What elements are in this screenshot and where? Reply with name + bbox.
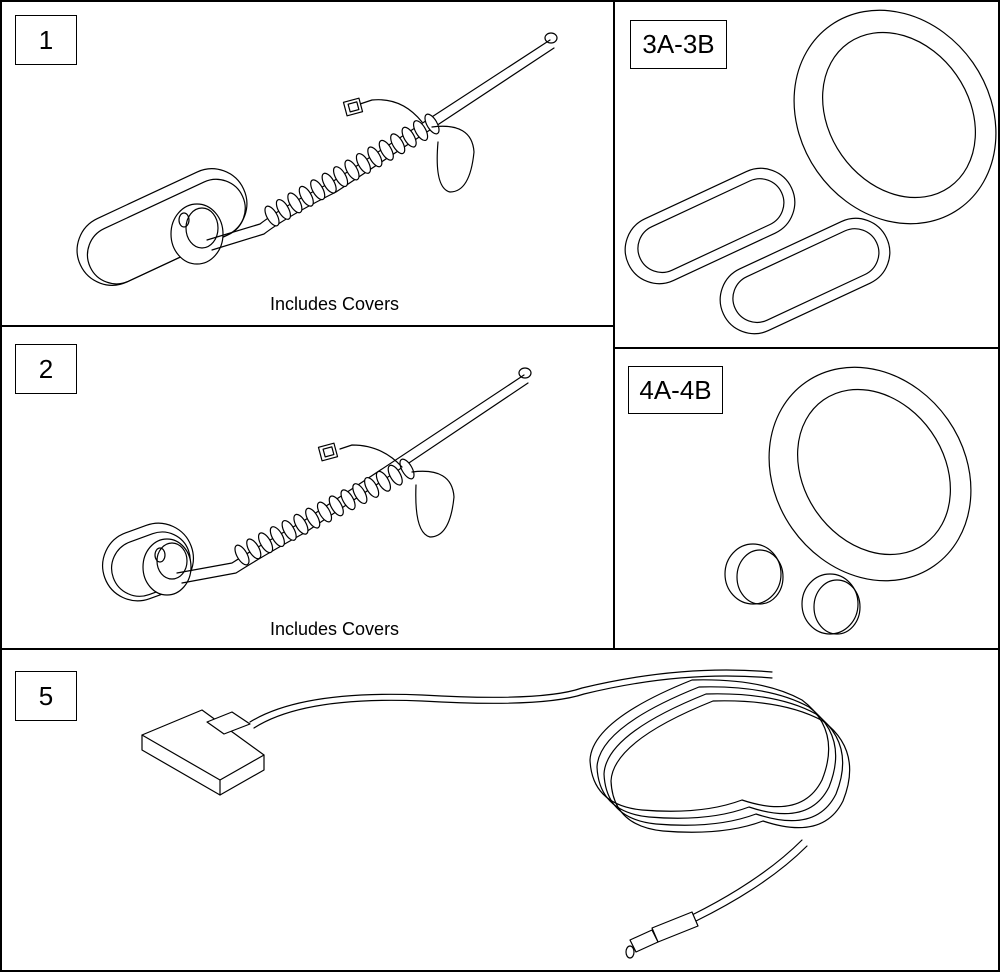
wrap-coil	[340, 489, 356, 511]
barrel-plug	[625, 911, 699, 959]
coil-loop	[603, 693, 844, 826]
item-label-2: 2	[15, 344, 77, 394]
wrap-coil	[412, 120, 429, 142]
wrap-coil	[275, 198, 292, 220]
panel-2: 2 Includes Covers	[0, 325, 615, 650]
item-label-3a-3b: 3A-3B	[630, 20, 727, 69]
wrap-coil	[378, 139, 394, 161]
mount-knob	[142, 538, 192, 596]
wrap-coil	[387, 464, 403, 486]
round-cover-b	[801, 573, 861, 635]
long-cover-a	[624, 167, 796, 285]
item-label-1: 1	[15, 15, 77, 65]
wrap-coil	[269, 526, 285, 548]
coil-loop	[610, 700, 851, 833]
wrap-coil	[281, 519, 297, 541]
wrap-coil	[401, 126, 417, 148]
coil-loop	[589, 679, 830, 812]
spiral-wrap	[264, 113, 440, 227]
wrap-coil	[293, 513, 309, 535]
wrap-coil	[321, 172, 337, 194]
panel-3a-3b: 3A-3B	[613, 0, 1000, 349]
item-label-4a-4b: 4A-4B	[628, 366, 723, 414]
module-box	[141, 709, 265, 796]
connector-plug	[342, 97, 364, 117]
wrap-coil	[399, 458, 415, 480]
wrap-coil	[257, 532, 274, 554]
drawing-light-arm-long-pad	[76, 32, 558, 286]
wrap-coil	[364, 476, 380, 498]
wrap-coil	[298, 185, 314, 207]
large-oval-cover	[768, 366, 972, 582]
wrap-coil	[355, 152, 372, 174]
oval-pad	[76, 168, 248, 286]
panel-1: 1 Includes Covers	[0, 0, 615, 327]
large-oval-cover	[793, 9, 997, 225]
long-cover-b	[719, 217, 891, 335]
coil-loop	[596, 686, 837, 819]
wrap-coil	[390, 133, 406, 155]
wrap-coil	[344, 159, 360, 181]
wrap-coil	[367, 146, 383, 168]
drawing-cable-module	[141, 669, 851, 959]
spiral-wrap	[234, 458, 415, 566]
caption-2: Includes Covers	[270, 619, 400, 639]
panel-5: 5	[0, 648, 1000, 972]
panel-4a-4b: 4A-4B	[613, 347, 1000, 650]
wrap-coil	[310, 179, 326, 201]
wrap-coil	[424, 113, 440, 135]
drawing-pad-covers-long	[624, 9, 997, 335]
caption-1: Includes Covers	[270, 294, 400, 314]
wrap-coil	[246, 538, 262, 560]
round-cover-a	[724, 543, 784, 605]
wrap-coil	[264, 205, 280, 227]
mount-knob	[170, 203, 224, 265]
wrap-coil	[375, 470, 392, 492]
wrap-coil	[332, 166, 349, 188]
coiled-cable	[589, 679, 851, 833]
wrap-coil	[305, 507, 321, 529]
drawing-light-arm-short-pad	[102, 367, 532, 602]
connector-plug	[317, 442, 339, 462]
wrap-coil	[287, 192, 303, 214]
wrap-coil	[234, 544, 250, 566]
wrap-coil	[352, 483, 368, 505]
item-label-5: 5	[15, 671, 77, 721]
wrap-coil	[316, 501, 333, 523]
wrap-coil	[328, 495, 344, 517]
drawing-pad-covers-short	[724, 366, 972, 635]
